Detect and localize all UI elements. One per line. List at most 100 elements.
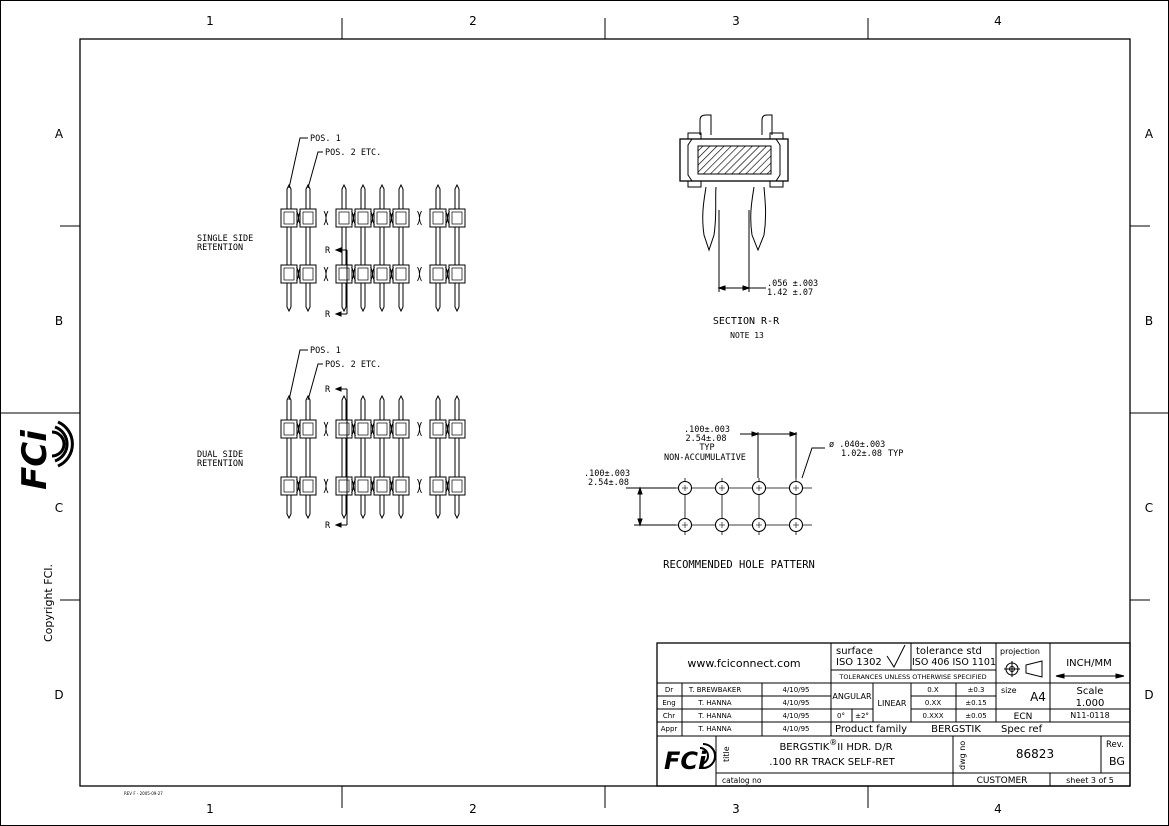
- person-name: T. HANNA: [697, 699, 731, 707]
- spec-ref-label: Spec ref: [1001, 724, 1043, 735]
- dual-label-line1: DUAL SIDE: [197, 450, 243, 460]
- row-label-right-A: A: [1145, 127, 1154, 141]
- dual-pos2-label: POS. 2 ETC.: [325, 360, 381, 370]
- single-cell-inner: [432, 267, 444, 281]
- single-r-upper: R: [325, 246, 331, 256]
- dual-cell-inner: [283, 479, 295, 493]
- surface-check-icon: [886, 644, 906, 669]
- single-cell-inner: [451, 211, 463, 225]
- single-retention-notch: [370, 266, 375, 282]
- dual-cell-inner: [302, 422, 314, 436]
- copyright-text: Copyright FCI.: [42, 564, 55, 642]
- single-retention-notch: [389, 266, 394, 282]
- dual-pin: [454, 394, 460, 520]
- rev-stamp: REV F - 2005-09-27: [124, 791, 163, 796]
- linear-digits: 0.XX: [925, 699, 941, 707]
- dual-r-lower: R: [325, 521, 331, 531]
- dual-housing-cell: [335, 419, 353, 439]
- hole-pattern: [626, 431, 825, 535]
- row-label-left-B: B: [55, 314, 63, 328]
- single-retention-notch: [296, 266, 301, 282]
- row-label-left-C: C: [55, 501, 63, 515]
- dual-cell-inner: [338, 422, 350, 436]
- single-cell-inner: [302, 211, 314, 225]
- dual-cell-inner: [451, 479, 463, 493]
- single-cell-inner: [376, 211, 388, 225]
- tolerances-note: TOLERANCES UNLESS OTHERWISE SPECIFIED: [838, 673, 986, 681]
- row-label-left-A: A: [55, 127, 64, 141]
- side-logo-text: FCi: [15, 429, 55, 490]
- dual-housing-cell: [335, 476, 353, 496]
- dual-retention-notch: [296, 478, 301, 494]
- projection-symbol-icon: [1004, 660, 1043, 678]
- single-housing-cell: [280, 208, 298, 228]
- dual-housing-cell: [429, 419, 447, 439]
- dual-cell-inner: [432, 422, 444, 436]
- single-pin: [286, 183, 292, 313]
- dual-housing-cell: [392, 419, 410, 439]
- dual-cell-inner: [376, 422, 388, 436]
- dual-housing-cell: [299, 476, 317, 496]
- dual-side-labels: POS. 1 POS. 2 ETC. DUAL SIDE RETENTION R…: [197, 346, 381, 531]
- title-line1-rest: II HDR. D/R: [837, 742, 892, 753]
- dual-retention-notch: [351, 478, 356, 494]
- single-housing-cell: [335, 208, 353, 228]
- single-pin: [435, 183, 441, 313]
- dual-side-pins: [286, 394, 460, 520]
- dual-cell-inner: [357, 422, 369, 436]
- dual-label-line2: RETENTION: [197, 459, 243, 469]
- product-family-value: BERGSTIK: [931, 724, 981, 735]
- single-housing-cell: [429, 208, 447, 228]
- single-side-labels: POS. 1 POS. 2 ETC. SINGLE SIDE RETENTION…: [197, 134, 381, 320]
- dual-retention-notch: [445, 478, 450, 494]
- col-label-top-4: 4: [994, 14, 1002, 28]
- single-cell-inner: [357, 211, 369, 225]
- col-label-bottom-4: 4: [994, 802, 1002, 816]
- hole-pattern-labels: .100±.003 2.54±.08 TYP NON-ACCUMULATIVE …: [584, 425, 903, 571]
- dual-pin: [305, 394, 311, 520]
- dual-pos2-leader: [307, 363, 323, 401]
- single-retention-notch: [417, 266, 422, 282]
- dual-cell-inner: [451, 422, 463, 436]
- section-dim-mm: 1.42 ±.07: [767, 288, 813, 298]
- catalog-label: catalog no: [722, 776, 762, 785]
- single-housing-cell: [392, 264, 410, 284]
- rev-value: BG: [1109, 755, 1125, 768]
- single-upper-housing-row: [280, 208, 466, 228]
- dual-retention-notch: [417, 478, 422, 494]
- single-r-lower: R: [325, 310, 331, 320]
- angular-label: ANGULAR: [832, 692, 872, 701]
- customer-text: CUSTOMER: [977, 776, 1028, 786]
- dual-pos1-label: POS. 1: [310, 346, 341, 356]
- single-label-line2: RETENTION: [197, 243, 243, 253]
- angular-tol: ±2°: [855, 712, 869, 720]
- title-brand: BERGSTIK: [779, 742, 829, 753]
- single-retention-notch: [351, 266, 356, 282]
- title-line1: BERGSTIK®II HDR. D/R: [779, 738, 892, 753]
- section-r-r: [679, 114, 789, 292]
- single-retention-notch: [417, 210, 422, 226]
- dual-side-housing: [280, 419, 466, 496]
- person-role: Chr: [663, 712, 675, 720]
- units-text: INCH/MM: [1066, 658, 1112, 669]
- single-retention-notch: [389, 210, 394, 226]
- units-arrow-icon: [1055, 673, 1125, 679]
- dual-housing-cell: [448, 419, 466, 439]
- hole-pitch-top-mm: 2.54±.08: [686, 434, 727, 444]
- dual-pin: [435, 394, 441, 520]
- product-family-label: Product family: [835, 724, 907, 735]
- pos2-leader: [307, 151, 323, 189]
- dual-pin: [341, 394, 347, 520]
- dual-cell-inner: [283, 422, 295, 436]
- person-date: 4/10/95: [783, 686, 810, 694]
- person-date: 4/10/95: [783, 712, 810, 720]
- hole-pitch-top-in: .100±.003: [684, 425, 730, 435]
- dual-retention-notch: [323, 478, 329, 494]
- col-label-top-1: 1: [206, 14, 214, 28]
- section-hatch: [697, 145, 772, 175]
- projection-label: projection: [1000, 647, 1040, 656]
- title-line2: .100 RR TRACK SELF-RET: [769, 757, 895, 768]
- col-label-bottom-3: 3: [732, 802, 740, 816]
